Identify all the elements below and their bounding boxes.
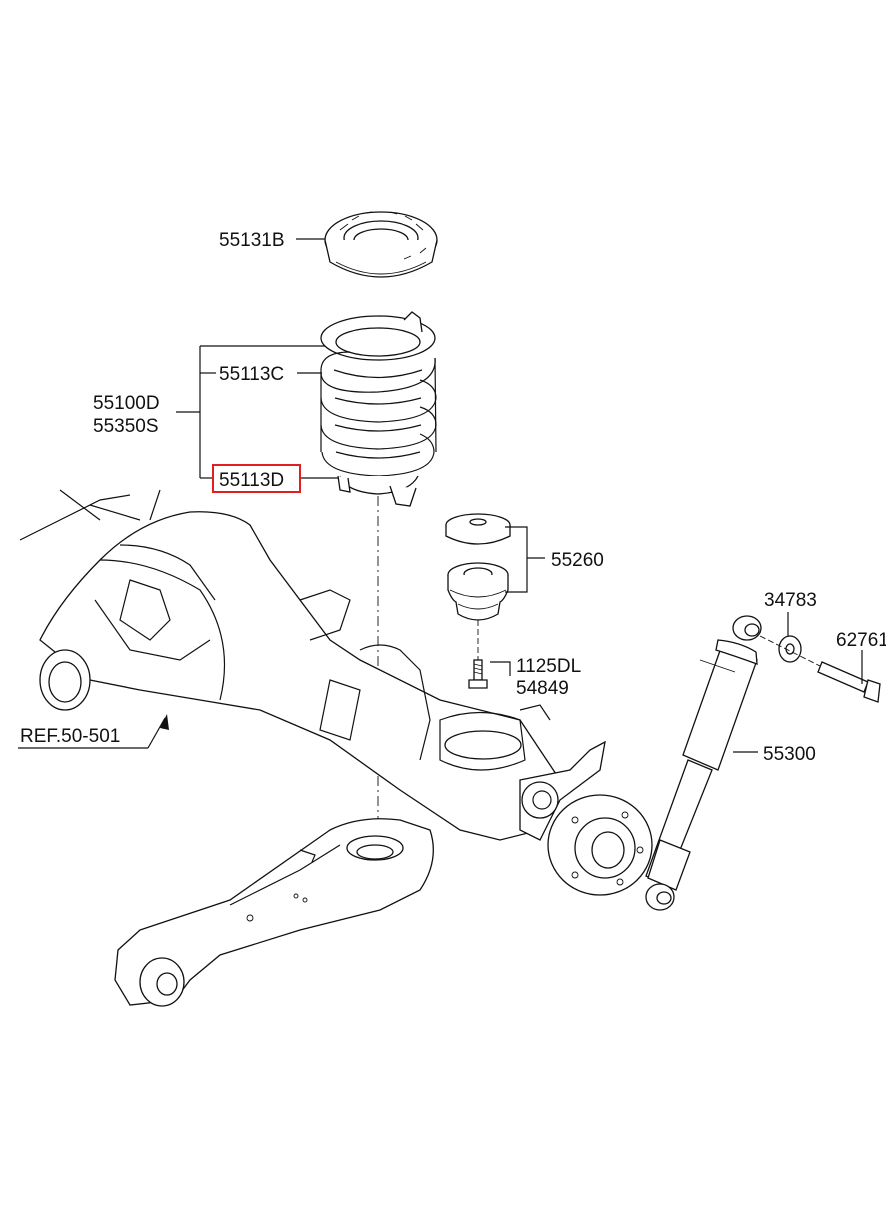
coil-spring-part[interactable] bbox=[320, 311, 437, 507]
label-55100D[interactable]: 55100D bbox=[93, 393, 160, 414]
selected-part-highlight bbox=[212, 464, 301, 493]
upper-spring-seat-part[interactable] bbox=[324, 211, 438, 278]
label-1125DL[interactable]: 1125DL bbox=[516, 656, 581, 677]
label-54849[interactable]: 54849 bbox=[516, 678, 569, 699]
label-55131B[interactable]: 55131B bbox=[219, 230, 285, 251]
lower-arm-part[interactable] bbox=[114, 818, 434, 1007]
label-62761[interactable]: 62761 bbox=[836, 630, 886, 651]
leader-lines bbox=[18, 238, 863, 753]
washer-axis-line bbox=[759, 635, 821, 667]
axle-housing-part[interactable] bbox=[19, 489, 561, 841]
bump-stopper-part[interactable] bbox=[445, 513, 511, 621]
washer-part[interactable] bbox=[778, 635, 802, 663]
wheel-hub-part[interactable] bbox=[519, 740, 653, 896]
label-55260[interactable]: 55260 bbox=[551, 550, 604, 571]
shock-absorber-part[interactable] bbox=[645, 615, 762, 911]
bolt-part[interactable] bbox=[468, 659, 488, 689]
label-55113C[interactable]: 55113C bbox=[219, 364, 284, 385]
label-55300[interactable]: 55300 bbox=[763, 744, 816, 765]
label-34783[interactable]: 34783 bbox=[764, 590, 817, 611]
label-55113D[interactable]: 55113D bbox=[219, 470, 284, 491]
shock-bolt-part[interactable] bbox=[817, 661, 881, 703]
label-ref[interactable]: REF.50-501 bbox=[20, 726, 120, 747]
label-55350S[interactable]: 55350S bbox=[93, 416, 159, 437]
